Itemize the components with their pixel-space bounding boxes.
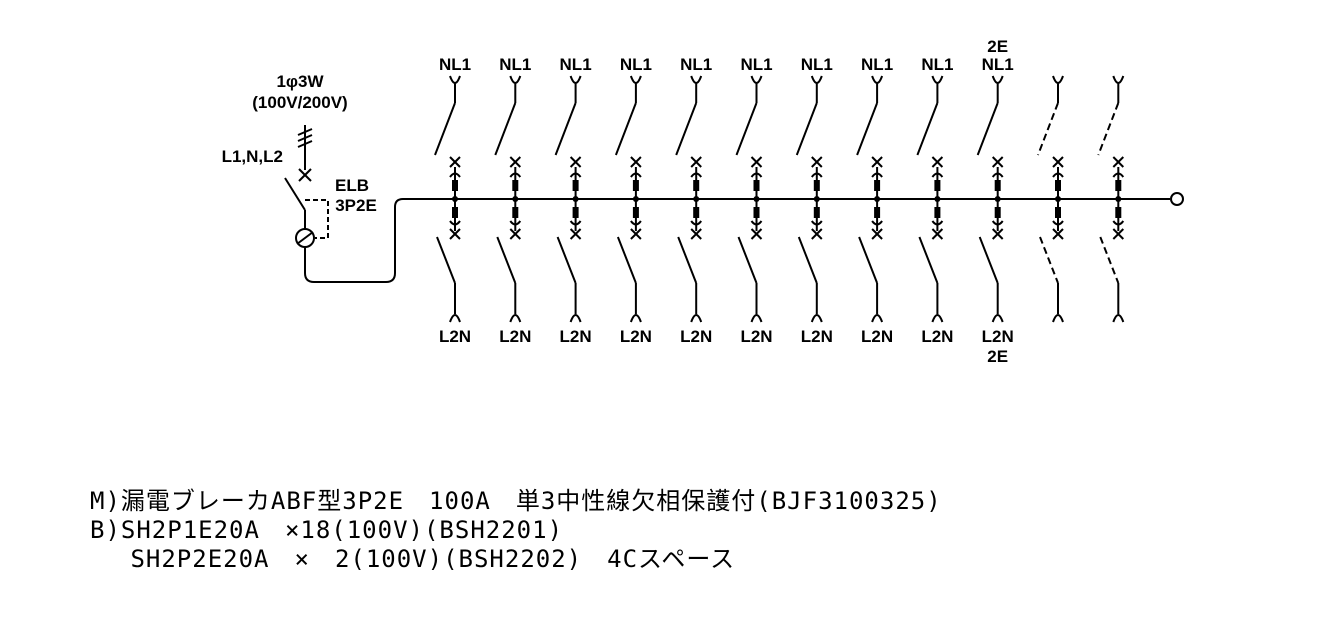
branch-bottom-label: L2N [740, 327, 772, 346]
branch-bottom-label: L2N [982, 327, 1014, 346]
branch-top-label: NL1 [801, 55, 833, 74]
branch-bottom-label: L2N [801, 327, 833, 346]
branch-bottom-label: L2N [861, 327, 893, 346]
supply-voltage-label: (100V/200V) [252, 93, 347, 112]
branch-top-label: NL1 [560, 55, 592, 74]
branch-circuit [1097, 75, 1125, 323]
branch-bottom-label: L2N [560, 327, 592, 346]
bus-end-terminal [1170, 192, 1184, 206]
branch-top-label: NL1 [921, 55, 953, 74]
branch-bottom-label: L2N [620, 327, 652, 346]
branch-bottom-label: L2N [921, 327, 953, 346]
main-breaker-label-line1: ELB [335, 176, 369, 195]
branch-bottom-label: L2N [499, 327, 531, 346]
branch-top-label: NL1 [680, 55, 712, 74]
branch-bottom-label: L2N [439, 327, 471, 346]
supply-section [284, 125, 430, 283]
branch-circuits: NL1L2NNL1L2NNL1L2NNL1L2NNL1L2NNL1L2NNL1L… [434, 37, 1125, 366]
branch-top-label: NL1 [740, 55, 772, 74]
branch-circuit [1037, 75, 1064, 323]
note-line-branch-breakers-1: B)SH2P1E20A ×18(100V)(BSH2201) [90, 516, 563, 544]
branch-top-label: NL1 [982, 55, 1014, 74]
branch-bottom-extra-label: 2E [987, 347, 1008, 366]
supply-phase-label: 1φ3W [276, 72, 324, 91]
branch-top-extra-label: 2E [987, 37, 1008, 56]
supply-conductors-label: L1,N,L2 [222, 147, 283, 166]
note-line-main-breaker: M)漏電ブレーカABF型3P2E 100A 単3中性線欠相保護付(BJF3100… [90, 487, 942, 515]
note-line-branch-breakers-2: SH2P2E20A × 2(100V)(BSH2202) 4Cスペース [90, 545, 735, 573]
branch-top-label: NL1 [439, 55, 471, 74]
branch-top-label: NL1 [499, 55, 531, 74]
branch-top-label: NL1 [620, 55, 652, 74]
main-breaker-label-line2: 3P2E [335, 196, 377, 215]
branch-bottom-label: L2N [680, 327, 712, 346]
branch-top-label: NL1 [861, 55, 893, 74]
